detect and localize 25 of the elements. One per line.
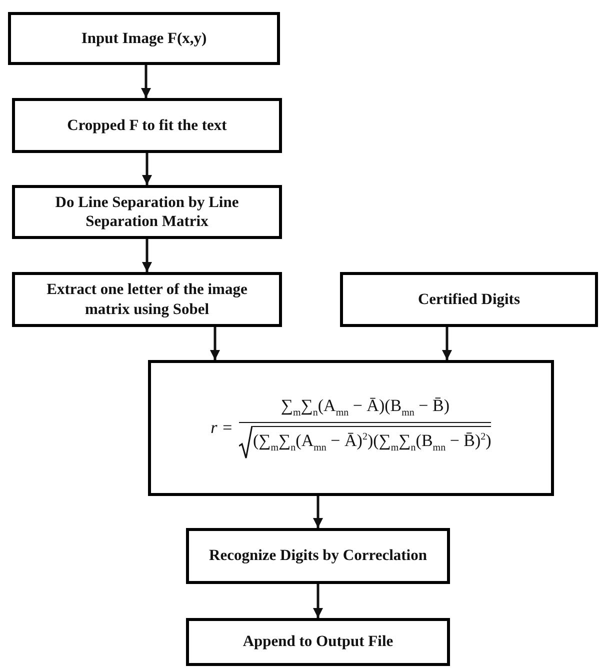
process-box — [340, 272, 598, 327]
box-label: Input Image F(x,y) — [81, 28, 207, 48]
arrow — [142, 153, 152, 185]
formula-denominator: (∑$_{m}$∑$_{n}$(A$_{mn}$ − Ā)$^{2}$)(∑$_{m}$∑$_{n}$(B$_{mn}$ − B̄)$^{2}$) — [252, 426, 492, 460]
box-label: Cropped F to fit the text — [67, 116, 227, 136]
formula-box — [148, 360, 554, 496]
arrow — [313, 496, 323, 528]
box-label: Do Line Separation by Line Separation Matrix — [54, 192, 240, 232]
arrow — [141, 65, 151, 98]
formula-numerator: ∑$_{m}$∑$_{n}$(A$_{mn}$ − Ā)(B$_{mn}$ − B̄) — [280, 396, 450, 420]
process-box — [12, 272, 282, 327]
process-box — [12, 98, 282, 153]
process-box — [8, 12, 280, 65]
formula-lhs: r = — [210, 418, 233, 438]
box-label: Certified Digits — [418, 290, 520, 310]
arrow — [313, 584, 323, 618]
process-box — [186, 618, 450, 666]
box-label: Recognize Digits by Correclation — [209, 546, 427, 566]
arrow — [142, 239, 152, 272]
arrow — [210, 327, 220, 360]
box-label: Append to Output File — [242, 632, 394, 652]
process-box — [186, 528, 450, 584]
arrow — [442, 327, 452, 360]
process-box — [12, 185, 282, 239]
box-label: Extract one letter of the image matrix using Sobel — [46, 280, 248, 319]
